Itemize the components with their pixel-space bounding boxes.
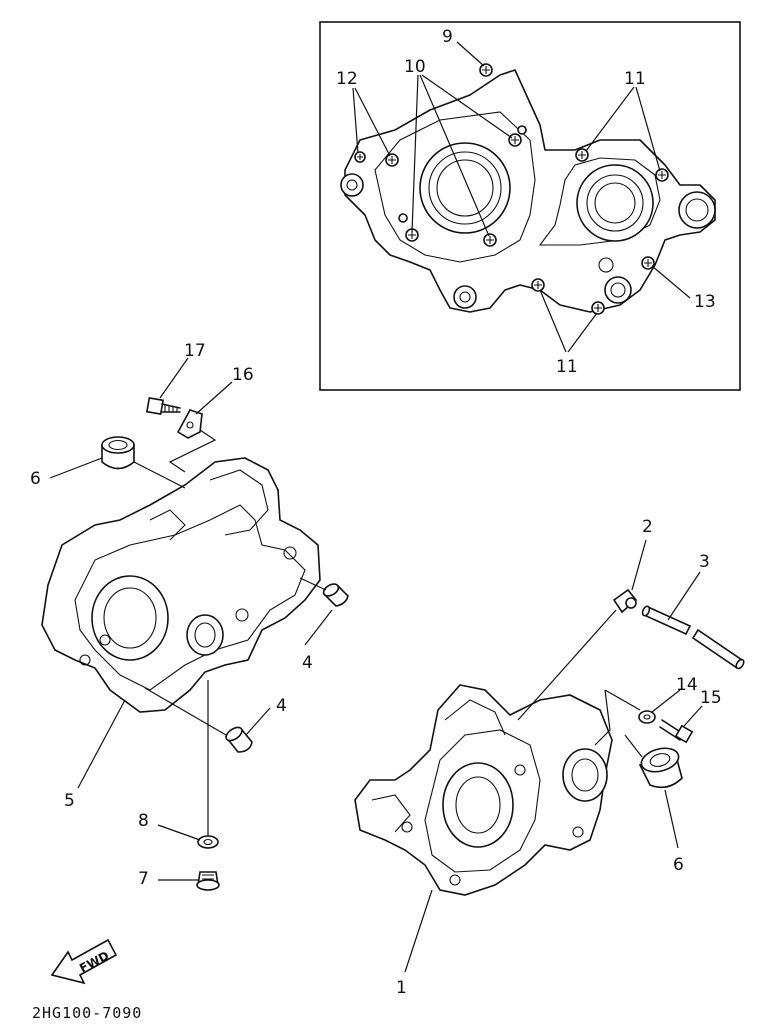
crankcase-right-side-bore-inner <box>571 758 599 792</box>
inset-mount-left <box>340 173 364 197</box>
callout-15: 15 <box>700 688 722 708</box>
callout-16: 16 <box>232 365 254 385</box>
crankcase-right-hole-d <box>572 826 584 838</box>
crankcase-left-bore-inner <box>103 587 157 649</box>
callout-12: 12 <box>336 69 358 89</box>
washer-14 <box>638 710 656 724</box>
leader-14-15 <box>594 689 641 746</box>
inset-bolts <box>354 63 669 315</box>
inset-mount-left-hole <box>346 179 358 191</box>
dowel-4-lower <box>144 687 253 753</box>
crankcase-left-small-bore <box>186 614 224 656</box>
crankcase-right-bore <box>442 762 514 848</box>
crankcase-left-gasket <box>74 504 306 691</box>
dowel-4-upper <box>299 577 349 607</box>
inset-small-bore <box>604 276 632 304</box>
callout-1: 1 <box>396 978 407 998</box>
inset-right-bore-core <box>594 182 636 224</box>
callout-4-lower: 4 <box>276 696 287 716</box>
crankcase-right-bore-inner <box>455 776 501 834</box>
callout-13: 13 <box>694 292 716 312</box>
bushing-6-left <box>101 436 186 489</box>
inset-right-bore-outer <box>576 164 654 242</box>
callout-6-left: 6 <box>30 469 41 489</box>
inset-small-bore-inner <box>610 282 626 298</box>
part-leader-lines <box>49 357 703 973</box>
crankcase-left-bore <box>91 575 169 661</box>
crankcase-left-rib <box>209 469 269 536</box>
crankcase-left-hole-a <box>283 546 297 560</box>
inset-crankcase-outline <box>344 69 716 313</box>
inset-mount-bottom-hole <box>459 291 471 303</box>
crankcase-right-rib <box>444 699 506 736</box>
washer-8 <box>197 680 219 849</box>
diagram-code: 2HG100-7090 <box>32 1004 142 1022</box>
inset-frame <box>319 21 741 391</box>
inset-gasket-line <box>374 111 536 263</box>
forward-arrow-icon: FWD <box>50 938 118 985</box>
crankcase-right-hole-a <box>401 821 413 833</box>
callout-6-right: 6 <box>673 855 684 875</box>
crankcase-left-hole-d <box>235 608 249 622</box>
crankcase-right-gasket <box>424 729 541 873</box>
crankcase-right-hole-c <box>514 764 526 776</box>
crankcase-left-small-bore-inner <box>194 622 216 648</box>
inset-small-hole-a <box>598 257 614 273</box>
bolt-pattern-inset: 9 10 11 12 13 11 <box>319 21 741 391</box>
inset-right-bore-inner <box>586 174 644 232</box>
inset-left-bore-mid <box>428 151 502 225</box>
crankcase-left-hole-c <box>99 634 111 646</box>
crankcase-right-hole-b <box>449 874 461 886</box>
callout-14: 14 <box>676 675 698 695</box>
inset-left-bore-outer <box>419 142 511 234</box>
crankcase-left-body <box>41 457 321 713</box>
callout-11-top: 11 <box>624 69 646 89</box>
bolt-15 <box>659 719 694 744</box>
callout-2: 2 <box>642 517 653 537</box>
inset-left-bore-inner <box>436 159 494 217</box>
plate-16 <box>168 409 217 473</box>
callout-4-upper: 4 <box>302 653 313 673</box>
crankcase-left-rib-2 <box>149 509 186 541</box>
inset-mount-right-hole <box>685 198 709 222</box>
callout-5: 5 <box>64 791 75 811</box>
drain-bolt-7 <box>196 871 220 891</box>
fitting-2 <box>517 588 638 721</box>
crankcase-left-hole-b <box>79 654 91 666</box>
callout-11-bottom: 11 <box>556 357 578 377</box>
crankcase-right-rib-2 <box>371 794 411 833</box>
callout-8: 8 <box>138 811 149 831</box>
crankcase-left-5 <box>41 457 321 713</box>
inset-leader-lines <box>352 41 691 353</box>
callout-3: 3 <box>699 552 710 572</box>
inset-mount-bottom <box>453 285 477 309</box>
inset-mount-right <box>678 191 716 229</box>
callout-17: 17 <box>184 341 206 361</box>
crankcase-right-side-bore <box>562 748 608 802</box>
pipe-3 <box>641 605 745 670</box>
crankcase-right-1 <box>354 684 613 896</box>
callout-7: 7 <box>138 869 149 889</box>
callout-10: 10 <box>404 57 426 77</box>
bushing-6-right <box>624 734 683 789</box>
bolt-17 <box>145 396 181 416</box>
callout-9: 9 <box>442 27 453 47</box>
